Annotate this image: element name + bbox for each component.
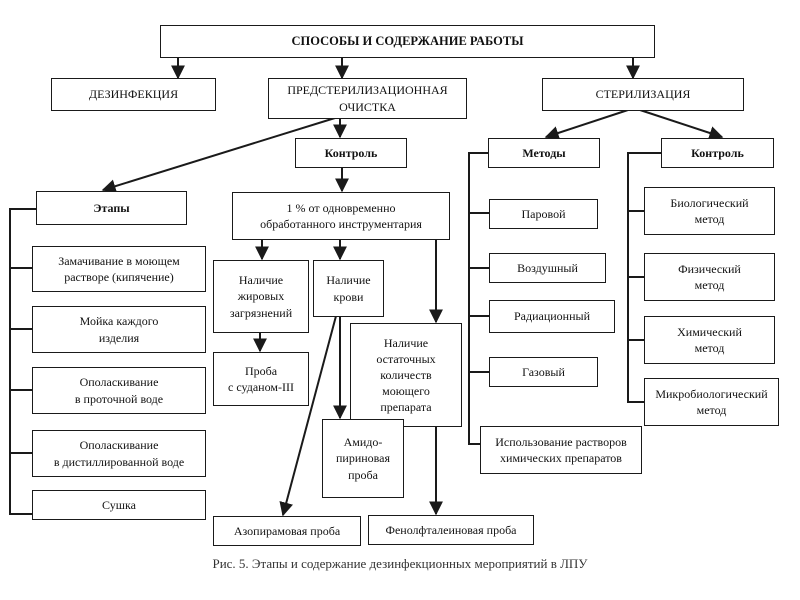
node-stage-rinsing-distilled: Ополаскивание в дистиллированной воде (32, 430, 206, 477)
node-method-gas: Газовый (489, 357, 598, 387)
node-one-percent: 1 % от одновременно обработанного инстру… (232, 192, 450, 240)
node-stage-soaking: Замачивание в моющем растворе (кипячение… (32, 246, 206, 292)
node-detergent-residue: Наличие остаточных количеств моющего пре… (350, 323, 462, 427)
node-sterilization: СТЕРИЛИЗАЦИЯ (542, 78, 744, 111)
connector-blood-azopyram (279, 315, 337, 517)
node-method-chemical-solutions: Использование растворов химических препа… (480, 426, 642, 474)
node-control-sterilization: Контроль (661, 138, 774, 168)
node-method-air: Воздушный (489, 253, 606, 283)
node-control-chemical: Химический метод (644, 316, 775, 364)
node-phenolphthalein-test: Фенолфталеиновая проба (368, 515, 534, 545)
connector-sterilization-methods (544, 109, 629, 140)
connector-methods-bracket (468, 152, 488, 445)
connector-stages-bracket (9, 208, 36, 515)
node-amidopyrine-test: Амидо- пириновая проба (322, 419, 404, 498)
connector-presterilization-stages (101, 117, 336, 193)
node-methods: Методы (488, 138, 600, 168)
node-presterilization: ПРЕДСТЕРИЛИЗАЦИОННАЯ ОЧИСТКА (268, 78, 467, 119)
node-stage-washing: Мойка каждого изделия (32, 306, 206, 353)
node-stage-rinsing-running: Ополаскивание в проточной воде (32, 367, 206, 414)
node-method-radiation: Радиационный (489, 300, 615, 333)
node-sudan-test: Проба с суданом-III (213, 352, 309, 406)
node-control-biological: Биологический метод (644, 187, 775, 235)
node-control-physical: Физический метод (644, 253, 775, 301)
node-stages: Этапы (36, 191, 187, 225)
node-azopyram-test: Азопирамовая проба (213, 516, 361, 546)
node-disinfection: ДЕЗИНФЕКЦИЯ (51, 78, 216, 111)
node-blood: Наличие крови (313, 260, 384, 317)
node-fat: Наличие жировых загрязнений (213, 260, 309, 333)
node-control-presterilization: Контроль (295, 138, 407, 168)
figure-caption: Рис. 5. Этапы и содержание дезинфекционн… (212, 556, 588, 571)
node-method-steam: Паровой (489, 199, 598, 229)
node-control-microbiological: Микробиологический метод (644, 378, 779, 426)
node-stage-drying: Сушка (32, 490, 206, 520)
connector-sterilization-control (639, 109, 724, 140)
node-root: СПОСОБЫ И СОДЕРЖАНИЕ РАБОТЫ (160, 25, 655, 58)
